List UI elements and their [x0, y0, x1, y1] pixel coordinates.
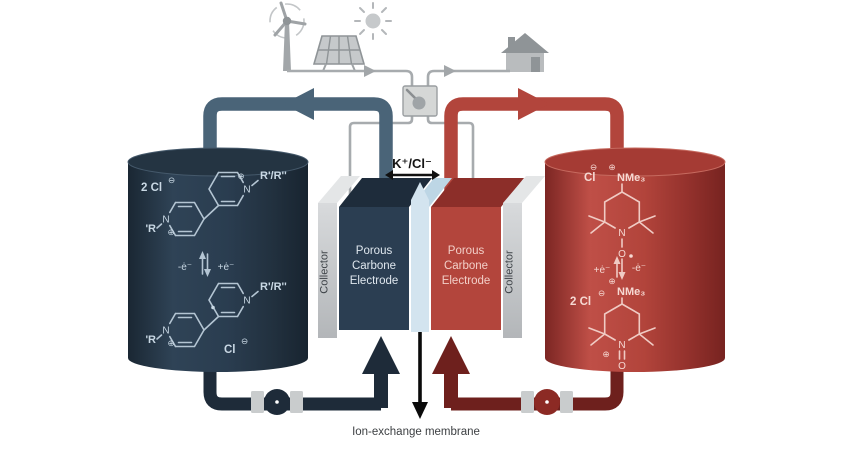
counter-ion-label: 2 Cl [141, 182, 162, 194]
tempo-oxidized-structure: ⊕ NMe₃ 2 Cl ⊖ N ⊕ O [570, 276, 656, 372]
ammonium-label: NMe₃ [617, 286, 645, 298]
tank-lid [544, 147, 726, 177]
radical-dot [211, 305, 215, 310]
anolyte-tank [127, 147, 309, 372]
left-electrode: Porous Carbone Electrode [339, 178, 432, 330]
flow-arrow-up-icon [432, 336, 470, 374]
electron-gain-label: +ė⁻ [218, 262, 235, 273]
down-arrow-icon [618, 272, 626, 280]
nitrogen-atom: N [243, 296, 250, 307]
plus-charge: ⊕ [602, 349, 609, 359]
ion-exchange-membrane [411, 178, 452, 332]
flow-arrow-right-icon [518, 88, 549, 120]
plus-charge: ⊕ [237, 171, 244, 181]
minus-charge: ⊖ [168, 175, 175, 185]
up-arrow-icon [199, 251, 206, 259]
electrode-label-line: Carbone [352, 260, 396, 272]
junction-box-icon [402, 85, 438, 117]
power-sources-group [269, 1, 549, 72]
nitrogen-atom: N [618, 340, 625, 351]
plus-charge: ⊕ [167, 227, 174, 237]
electrochemical-cell: Collector Porous Carbone Electrode Porou… [318, 176, 545, 338]
electron-equilibrium-left: -ė⁻ +ė⁻ [178, 251, 234, 277]
membrane-arrow-group: Ion-exchange membrane [352, 330, 480, 438]
down-arrow-icon [204, 269, 211, 277]
wire-arrow-right-icon [364, 65, 376, 77]
left-collector: Collector [318, 176, 360, 338]
catholyte-tank [544, 147, 726, 372]
anolyte-pipe-top [203, 88, 393, 202]
up-arrow-icon [613, 256, 621, 264]
substituent-label: R'/R'' [260, 170, 287, 182]
electron-loss-label: -ė⁻ [178, 262, 192, 273]
anolyte-loop-bottom [203, 336, 400, 411]
arrow-left-icon [385, 170, 393, 180]
oxygen-atom: O [618, 361, 626, 372]
counter-ion-label: Cl [224, 344, 236, 356]
flow-arrow-up-icon [362, 336, 400, 374]
right-collector: Collector [503, 176, 545, 338]
plus-charge: ⊕ [167, 338, 174, 348]
anolyte-pump [251, 389, 303, 415]
catholyte-loop-bottom [432, 336, 624, 411]
electrode-label-line: Porous [356, 245, 393, 257]
counter-ion-label: 2 Cl [570, 296, 591, 308]
nitrogen-atom: N [162, 215, 169, 226]
nitrogen-atom: N [162, 326, 169, 337]
collector-label: Collector [504, 250, 516, 294]
substituent-label: R'/R'' [260, 281, 287, 293]
collector-label: Collector [319, 250, 331, 294]
wire-consumption [426, 69, 510, 88]
viologen-radical-structure: N ⊕ N R'/R'' 'R Cl ⊖ [145, 281, 287, 356]
counter-ion-label: Cl [584, 172, 596, 184]
radical-dot [629, 254, 633, 258]
house-icon [501, 33, 549, 72]
arrow-right-icon [432, 170, 440, 180]
minus-charge: ⊖ [241, 336, 248, 346]
tank-lid [127, 147, 309, 177]
nitrogen-atom: N [618, 228, 625, 239]
viologen-oxidized-structure: 2 Cl ⊖ N ⊕ N ⊕ R'/R'' 'R [141, 170, 287, 237]
electrode-label-line: Electrode [350, 275, 399, 287]
electron-loss-label: -ė⁻ [632, 263, 646, 274]
catholyte-pipe-top [444, 88, 624, 202]
sun-icon [354, 2, 392, 40]
electrode-label-line: Carbone [444, 260, 488, 272]
minus-charge: ⊖ [590, 162, 597, 172]
ammonium-label: NMe₃ [617, 172, 645, 184]
electron-equilibrium-right: +ė⁻ -ė⁻ [594, 256, 646, 280]
electrode-label-line: Electrode [442, 275, 491, 287]
wind-turbine-icon [269, 1, 307, 71]
plus-charge: ⊕ [608, 162, 615, 172]
tempo-radical-structure: Cl ⊖ ⊕ NMe₃ N O [584, 162, 656, 260]
electron-gain-label: +ė⁻ [594, 265, 611, 276]
catholyte-pump [521, 389, 573, 415]
nitrogen-atom: N [243, 185, 250, 196]
kcl-label: K⁺/Cl⁻ [392, 156, 432, 171]
flow-arrow-left-icon [283, 88, 314, 120]
oxygen-atom: O [618, 249, 626, 260]
membrane-arrowhead-icon [412, 402, 428, 419]
plus-charge: ⊕ [608, 276, 615, 286]
membrane-label: Ion-exchange membrane [352, 426, 480, 438]
ion-transport-group: K⁺/Cl⁻ [385, 156, 440, 180]
right-electrode: Porous Carbone Electrode [431, 178, 524, 330]
substituent-label: 'R [145, 334, 156, 346]
electrode-label-line: Porous [448, 245, 485, 257]
substituent-label: 'R [145, 223, 156, 235]
minus-charge: ⊖ [598, 288, 605, 298]
wire-arrow-right-icon [444, 65, 456, 77]
wire-generation [287, 69, 414, 88]
